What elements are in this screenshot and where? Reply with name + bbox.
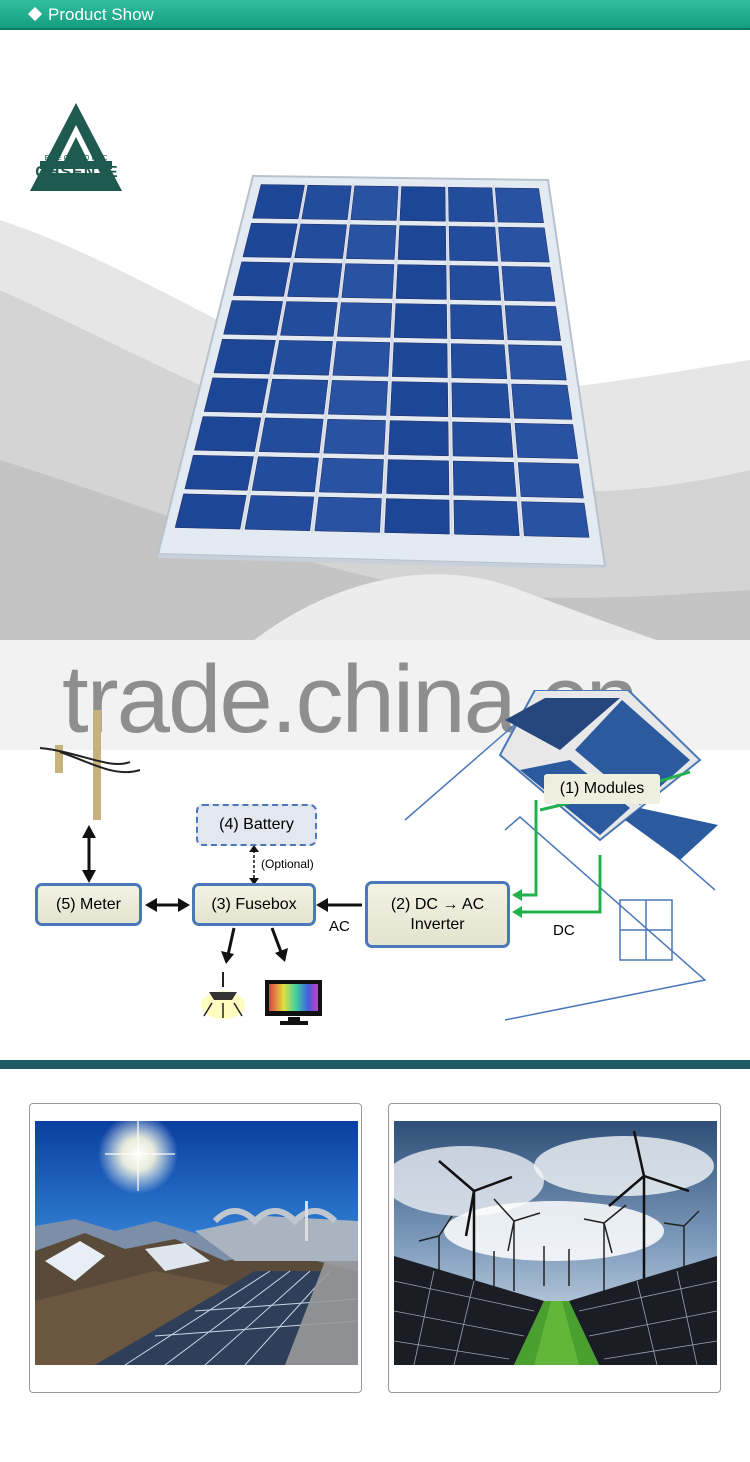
utility-pole-icon [39, 710, 141, 820]
solar-cell [390, 381, 449, 418]
optional-label: (Optional) [261, 857, 314, 871]
wind-solar-field-photo [394, 1121, 717, 1365]
solar-cell [453, 499, 520, 536]
solar-cell [494, 187, 544, 224]
solar-cell [346, 224, 397, 260]
solar-cell [252, 184, 305, 220]
panel-gridline [492, 185, 523, 539]
solar-cell [244, 495, 315, 532]
solar-cell [265, 378, 329, 415]
solar-cell [386, 459, 450, 496]
solar-cell [448, 226, 498, 262]
solar-cell [392, 342, 448, 378]
ac-label: AC [329, 918, 350, 935]
solar-cell [450, 343, 508, 380]
solar-cell [498, 226, 550, 263]
solar-cell [341, 263, 395, 299]
solar-cell [450, 304, 505, 340]
meter-box: (5) Meter [35, 883, 142, 926]
solar-cell [521, 501, 590, 538]
roof-solar-modules [498, 690, 718, 860]
logo-subtitle: ELECTRONIC [44, 155, 110, 162]
solar-cell [287, 262, 343, 298]
solar-cell [517, 462, 584, 499]
company-logo [30, 103, 122, 191]
solar-cell [314, 496, 382, 533]
inverter-box: (2) DC → AC Inverter [365, 881, 510, 948]
inverter-label-line2: Inverter [410, 915, 465, 933]
solar-cell [449, 265, 501, 301]
battery-box: (4) Battery [196, 804, 317, 846]
solar-cell [319, 457, 384, 494]
hero-banner: ELECTRONIC CHSENTE trade.china.cn [0, 30, 750, 1058]
solar-panel-image [156, 174, 607, 568]
dc-label: DC [553, 922, 575, 939]
solar-cell [301, 184, 352, 220]
solar-cell [384, 498, 450, 535]
solar-cell [323, 418, 386, 455]
solar-cell [397, 225, 447, 261]
logo-name: CHSENTE [35, 164, 119, 181]
photo-frame-right [388, 1103, 721, 1393]
fusebox-label: (3) Fusebox [211, 895, 297, 913]
section-title: Product Show [48, 5, 154, 24]
fusebox-box: (3) Fusebox [192, 883, 316, 926]
system-diagram [39, 690, 718, 1025]
panel-gridline [445, 184, 453, 537]
solar-cell [223, 300, 283, 336]
panel-gridline [381, 183, 401, 536]
solar-cell [337, 302, 393, 338]
solar-cell [511, 383, 573, 420]
solar-cell [174, 493, 247, 530]
modules-label: (1) Modules [559, 780, 645, 797]
inverter-label-line1: (2) DC → AC [390, 895, 485, 913]
solar-cell [451, 382, 511, 419]
solar-cell [504, 305, 561, 342]
solar-cell [452, 421, 514, 458]
solar-cell [399, 186, 446, 222]
solar-cell [388, 420, 449, 457]
solar-cell [194, 416, 262, 452]
solar-cell [395, 264, 447, 300]
photo-frame-left [29, 1103, 362, 1393]
solar-cell [213, 338, 276, 375]
solar-cell [294, 223, 347, 259]
solar-cell [393, 303, 448, 339]
flow-arrows [82, 825, 362, 964]
battery-label: (4) Battery [219, 816, 294, 833]
section-divider [0, 1060, 750, 1069]
solar-cell [452, 460, 517, 497]
panel-gridline [241, 182, 308, 532]
solar-cell [508, 344, 567, 381]
solar-cell [280, 301, 338, 337]
solar-cell [448, 186, 495, 223]
solar-cell [328, 380, 388, 416]
meter-label: (5) Meter [56, 895, 121, 913]
monitor-icon [265, 980, 322, 1025]
solar-cell [242, 222, 298, 258]
solar-cell [332, 341, 391, 377]
solar-cell [350, 185, 399, 221]
section-header: Product Show [0, 0, 750, 30]
mountain-solar-photo [35, 1121, 358, 1365]
diamond-icon [27, 6, 43, 22]
solar-cell [184, 454, 254, 491]
lamp-icon [201, 972, 245, 1019]
solar-cell [203, 377, 269, 414]
solar-cell [251, 456, 319, 493]
solar-cell [514, 423, 579, 459]
solar-cell [258, 417, 324, 454]
panel-gridline [311, 183, 355, 534]
solar-cell [501, 266, 556, 302]
modules-label-box: (1) Modules [544, 774, 660, 804]
solar-cell [232, 261, 291, 297]
solar-cell [273, 340, 333, 376]
